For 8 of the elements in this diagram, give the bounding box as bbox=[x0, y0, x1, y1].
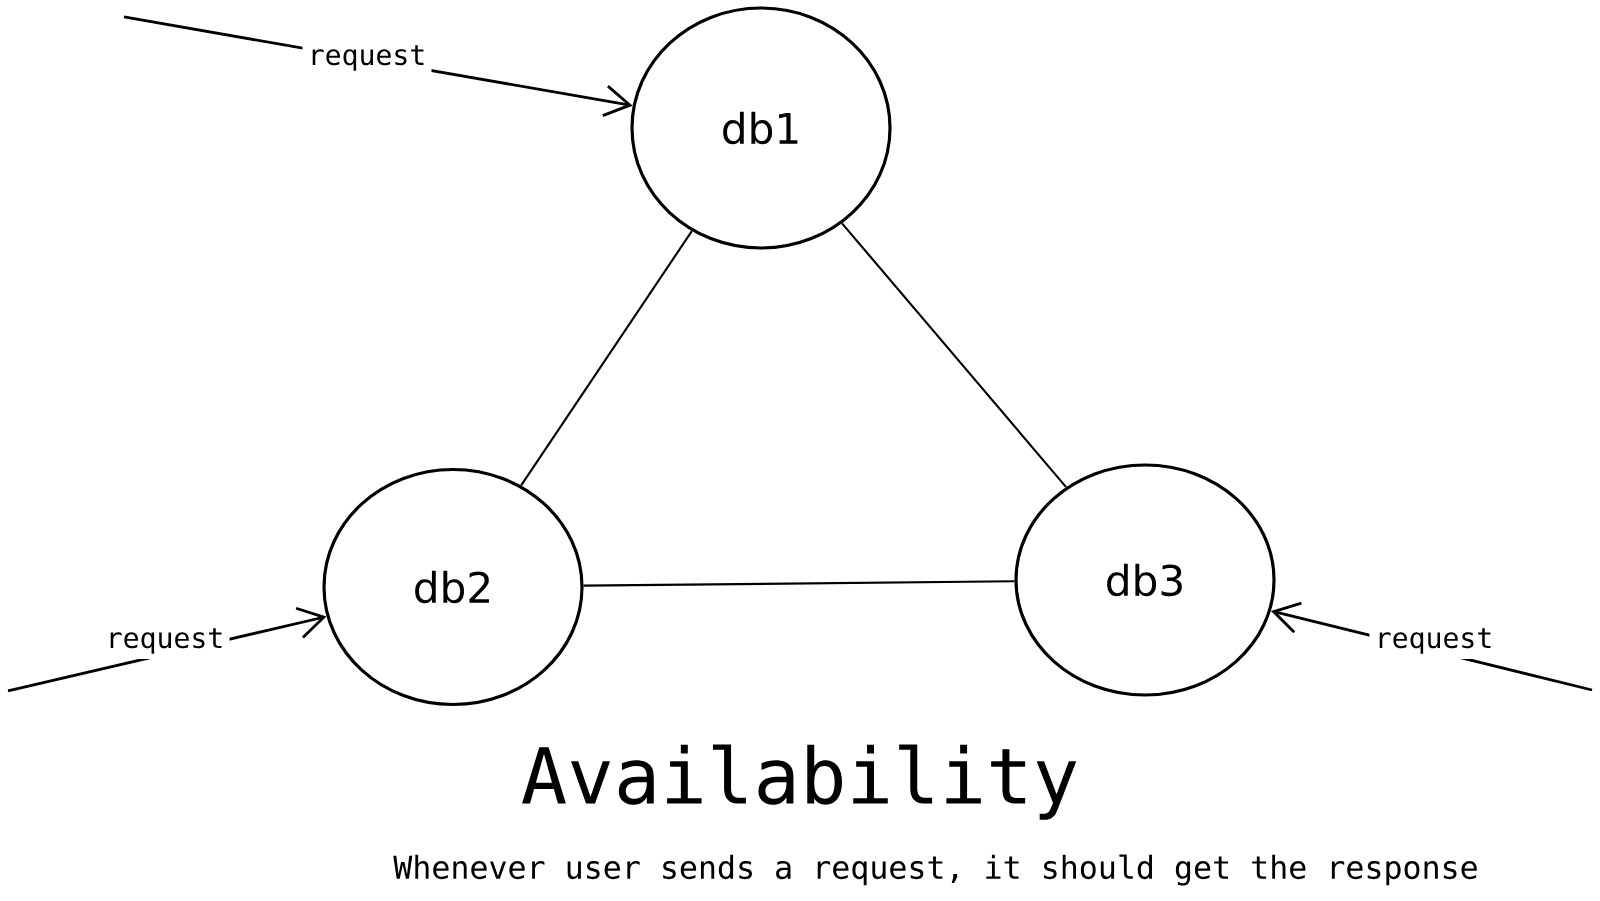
connector-line bbox=[841, 222, 1067, 488]
caption: Whenever user sends a request, it should get the response bbox=[393, 854, 1477, 886]
title: Availability bbox=[522, 744, 1077, 820]
connector-line bbox=[583, 580, 1015, 587]
edge-label: request bbox=[312, 45, 424, 71]
connector-line bbox=[520, 230, 693, 486]
edge-label: request bbox=[1379, 628, 1491, 654]
edge-label: request bbox=[110, 628, 222, 654]
